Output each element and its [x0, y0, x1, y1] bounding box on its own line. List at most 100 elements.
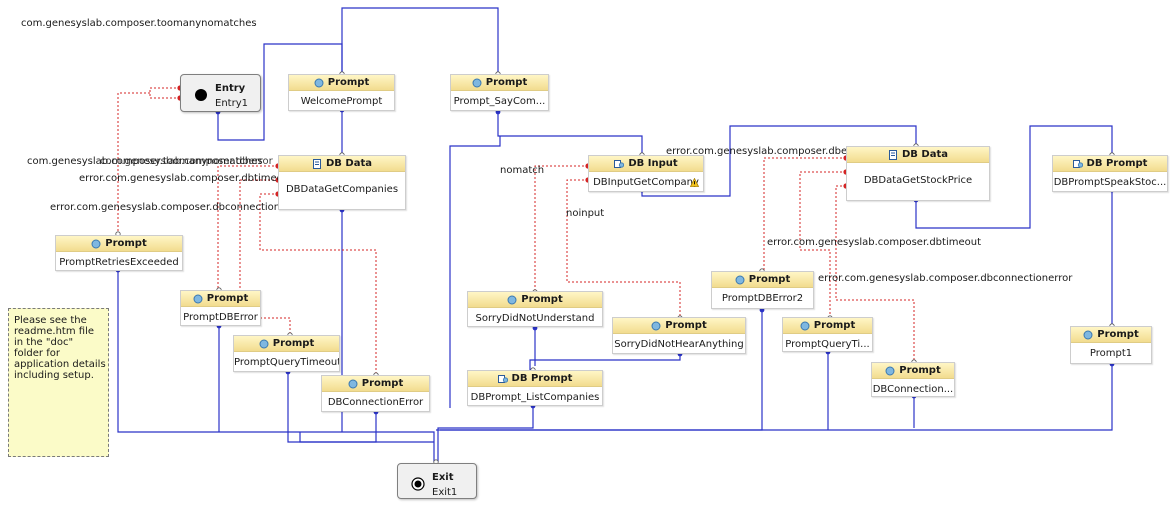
node-type: Prompt: [327, 77, 370, 88]
note-line: readme.htm file: [14, 326, 94, 337]
prompt-icon: [348, 379, 358, 388]
exc-dbdata2-ti: [799, 171, 846, 318]
node-type: Prompt: [748, 274, 791, 285]
prompt-icon: [91, 239, 101, 248]
node-type: Prompt: [105, 238, 147, 249]
node-name: Prompt_SayCom...: [453, 96, 546, 107]
node-type: DB Input: [628, 158, 678, 169]
node-name: DBInputGetCompany: [593, 177, 699, 188]
prompt-icon: [193, 294, 203, 303]
exc-dbinput-sorry: [534, 165, 588, 292]
label-toomanynomatches-overlap: com.genesyslab.composer.toomanynomatches: [27, 156, 263, 167]
canvas-title: com.genesyslab.composer.toomanynomatches: [21, 18, 257, 29]
wire-dbdata2-to-dbprompt: [915, 125, 1113, 229]
label-noinput: noinput: [566, 208, 605, 219]
prompt-db-error-node[interactable]: Prompt PromptDBError: [180, 290, 261, 326]
node-name: DBPromptSpeakStoc...: [1053, 177, 1167, 188]
node-type: DB Prompt: [511, 373, 573, 384]
node-name: DBConnection...: [872, 384, 954, 395]
prompt-db-error2-node[interactable]: Prompt PromptDBError2: [711, 271, 814, 309]
exc-dbdata2-err2: [763, 157, 846, 270]
label-dbconnectionerror-left: error.com.genesyslab.composer.dbconnecti…: [50, 202, 305, 213]
db-prompt-speak-stock-node[interactable]: DB Prompt DBPromptSpeakStoc...: [1052, 155, 1168, 192]
sorry-did-not-hear-anything-node[interactable]: Prompt SorryDidNotHearAnything: [612, 317, 746, 354]
wire-conn-to-exit: [299, 412, 377, 443]
prompt-icon: [651, 321, 661, 330]
prompt-say-company-node[interactable]: Prompt Prompt_SayCom...: [450, 74, 549, 111]
node-name: DBConnectionError: [327, 397, 424, 408]
label-dberror-right: error.com.genesyslab.composer.dberror: [666, 146, 866, 157]
wire-left-loop: [449, 136, 501, 408]
node-type: Prompt: [1097, 329, 1139, 340]
node-type: DB Data: [326, 158, 372, 169]
node-name: PromptQueryTimeout: [234, 357, 339, 368]
exit-node[interactable]: Exit Exit1: [397, 463, 477, 499]
prompt-icon: [800, 321, 810, 330]
node-name: DBDataGetCompanies: [285, 184, 399, 195]
node-type: Prompt: [361, 378, 404, 389]
node-name: DBDataGetStockPrice: [863, 175, 973, 186]
prompt-query-ti-node[interactable]: Prompt PromptQueryTi...: [782, 317, 873, 352]
exc-dbdata-dberror: [217, 165, 278, 290]
node-name: WelcomePrompt: [300, 96, 383, 107]
node-name: PromptDBError: [183, 312, 258, 323]
label-nomatch: nomatch: [500, 165, 545, 176]
wire-hear-to-list: [529, 354, 681, 370]
exc-dbdata2-conn: [835, 185, 915, 362]
node-name: SorryDidNotUnderstand: [475, 313, 595, 324]
db-data-icon: [889, 149, 897, 160]
wire-list-to-exit: [437, 406, 534, 462]
wire-timeout-to-exit: [287, 372, 434, 443]
db-data-icon: [313, 158, 321, 169]
wire-dbinput-to-dbdata2: [641, 125, 917, 197]
prompt-query-timeout-node[interactable]: Prompt PromptQueryTimeout: [233, 335, 340, 372]
entry-node[interactable]: Entry Entry1: [180, 74, 261, 112]
wire-say-to-dbinput: [497, 112, 643, 155]
exc-entry-to-retries: [117, 87, 180, 232]
db-input-icon: [614, 159, 625, 168]
note-line: folder for: [14, 348, 60, 359]
node-type: DB Data: [902, 149, 948, 160]
db-input-get-company-node[interactable]: DB Input DBInputGetCompany: [588, 155, 704, 192]
label-dbconnectionerror-right: error.com.genesyslab.composer.dbconnecti…: [818, 273, 1073, 284]
node-type: Prompt: [272, 338, 315, 349]
node-name: Prompt1: [1089, 348, 1133, 359]
node-name: PromptQueryTi...: [785, 339, 870, 350]
node-name: SorryDidNotHearAnything: [614, 339, 744, 350]
welcome-prompt-node[interactable]: Prompt WelcomePrompt: [288, 74, 395, 111]
note-line: application details: [14, 359, 106, 370]
db-connection2-node[interactable]: Prompt DBConnection...: [871, 362, 955, 397]
node-name: DBPrompt_ListCompanies: [470, 392, 600, 403]
prompt-icon: [1083, 330, 1093, 339]
exit-target-icon: [411, 477, 425, 491]
wire-retries-to-exit: [117, 270, 435, 462]
label-dbtimeout-left: error.com.genesyslab.composer.dbtimeout: [79, 173, 293, 184]
prompt-icon: [259, 339, 269, 348]
wire-prompt1-to-exit: [436, 364, 1113, 431]
warning-icon: [690, 178, 699, 187]
note-line: Please see the: [14, 315, 87, 326]
db-connection-error-node[interactable]: Prompt DBConnectionError: [321, 375, 430, 412]
node-type: Prompt: [813, 320, 856, 331]
label-dbtimeout-right: error.com.genesyslab.composer.dbtimeout: [767, 237, 981, 248]
prompt-icon: [885, 366, 895, 375]
node-type: Prompt: [521, 294, 563, 305]
prompt-icon: [735, 275, 745, 284]
node-type: DB Prompt: [1086, 158, 1148, 169]
node-type: Prompt: [899, 365, 941, 376]
sorry-did-not-understand-node[interactable]: Prompt SorryDidNotUnderstand: [467, 291, 603, 327]
prompt1-node[interactable]: Prompt Prompt1: [1070, 326, 1152, 364]
prompt-retries-exceeded-node[interactable]: Prompt PromptRetriesExceeded: [55, 235, 183, 271]
wire-top-loop: [341, 7, 499, 74]
readme-note[interactable]: Please see the readme.htm file in the "d…: [8, 308, 109, 457]
db-data-get-stock-price-node[interactable]: DB Data DBDataGetStockPrice: [846, 146, 990, 201]
note-line: including setup.: [14, 370, 94, 381]
node-name: Exit1: [432, 487, 458, 498]
db-data-get-companies-node[interactable]: DB Data DBDataGetCompanies: [278, 155, 406, 210]
exc-dbdata-conn: [259, 193, 377, 375]
node-type: Prompt: [485, 77, 528, 88]
db-prompt-list-companies-node[interactable]: DB Prompt DBPrompt_ListCompanies: [467, 370, 603, 406]
node-type: Exit: [432, 472, 454, 483]
prompt-icon: [472, 78, 482, 87]
